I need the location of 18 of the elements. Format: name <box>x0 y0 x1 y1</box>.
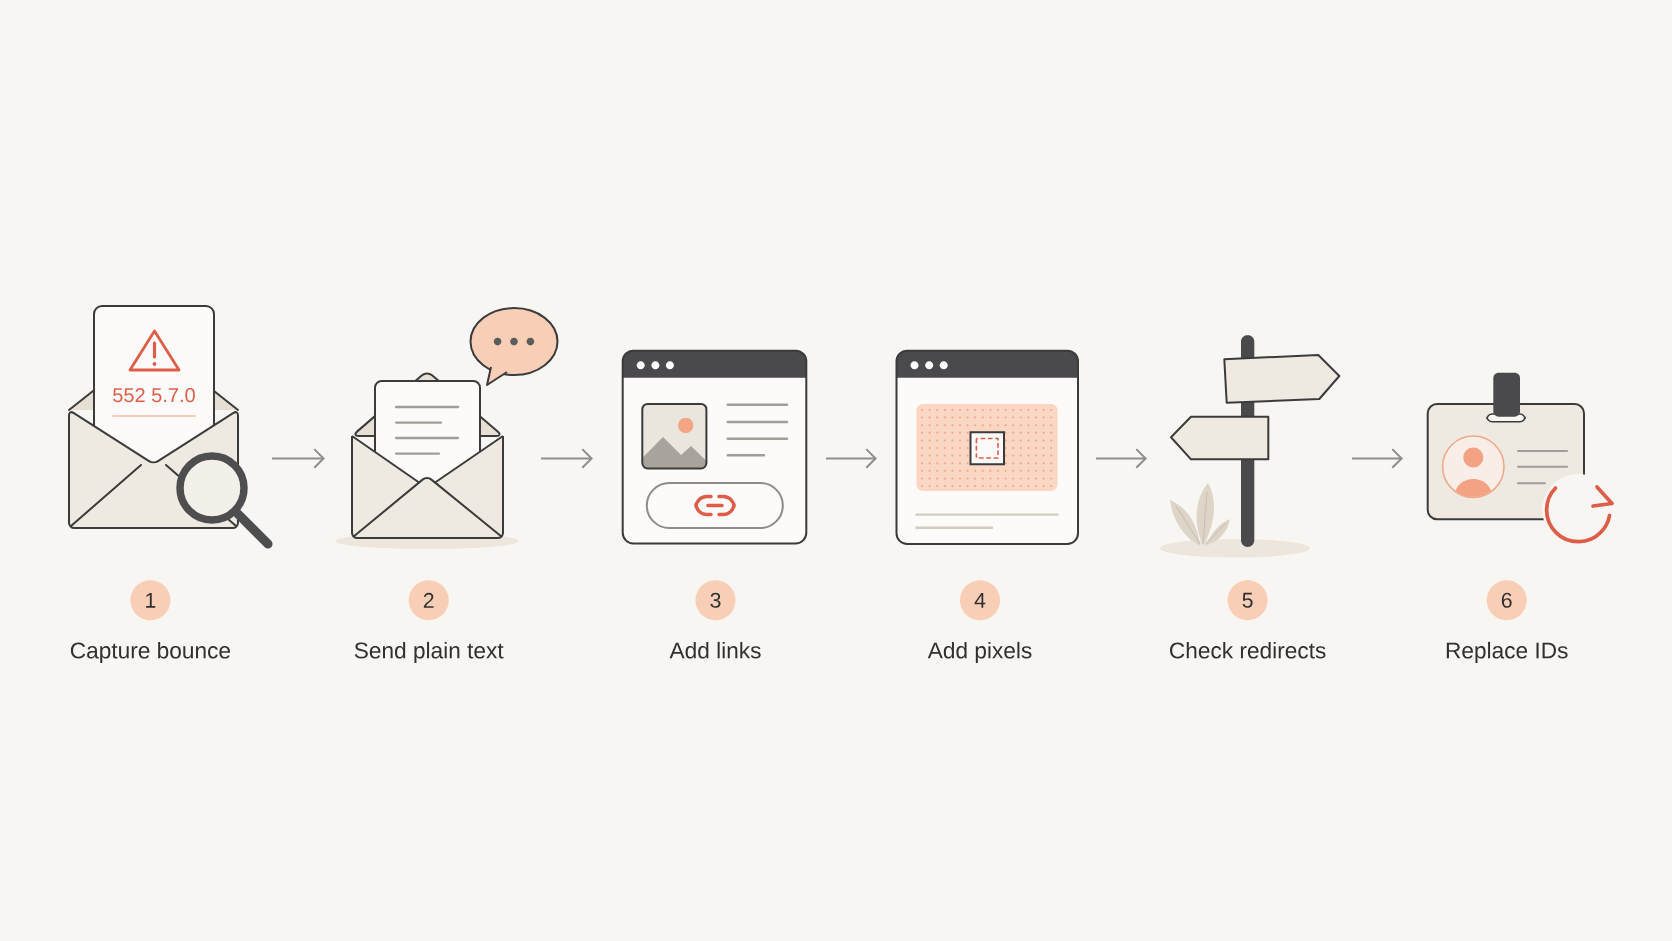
id-badge-illustration <box>1426 372 1615 546</box>
arrow <box>540 448 593 469</box>
arrow <box>271 448 325 469</box>
step-label: Add links <box>669 641 761 659</box>
step-label: Add pixels <box>927 641 1032 663</box>
browser-window-illustration <box>895 349 1079 545</box>
arrow <box>825 448 877 469</box>
step-label: Replace IDs <box>1446 641 1568 663</box>
signpost-illustration <box>1160 335 1341 558</box>
arrow <box>1351 448 1403 469</box>
envelope-illustration <box>68 305 273 549</box>
step-label: Send plain text <box>354 641 504 663</box>
step-label: Capture bounce <box>70 641 230 663</box>
error-code: 552 5.7.0 <box>113 388 195 403</box>
arrow <box>1095 448 1147 469</box>
step-label: Check redirects <box>1170 641 1326 659</box>
browser-window-illustration <box>621 349 808 545</box>
envelope-illustration <box>335 372 519 549</box>
